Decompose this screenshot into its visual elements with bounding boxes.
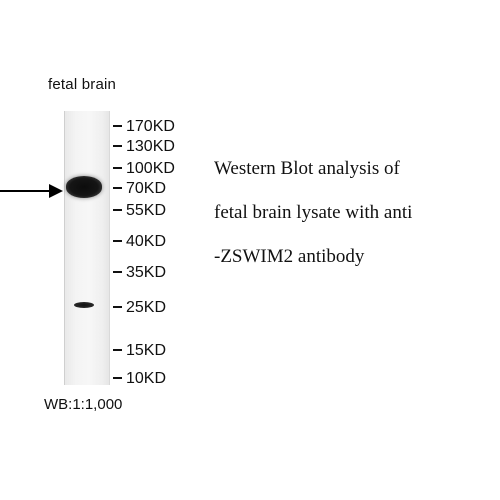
dilution-label: WB:1:1,000 xyxy=(44,396,123,413)
blot-lane xyxy=(64,111,110,385)
arrow-icon xyxy=(49,184,63,198)
marker-tick xyxy=(113,348,122,351)
protein-band-low xyxy=(74,302,94,308)
marker-label: 100KD xyxy=(126,160,175,177)
marker-tick xyxy=(113,124,122,127)
caption-line-3: -ZSWIM2 antibody xyxy=(214,246,365,267)
caption-line-2: fetal brain lysate with anti xyxy=(214,202,413,223)
marker-tick xyxy=(113,376,122,379)
caption-line-1: Western Blot analysis of xyxy=(214,158,400,179)
marker-130kd: 130KD xyxy=(113,138,175,156)
marker-tick xyxy=(113,270,122,273)
marker-label: 10KD xyxy=(126,370,167,387)
marker-100kd: 100KD xyxy=(113,160,175,178)
marker-40kd: 40KD xyxy=(113,233,166,251)
arrow-icon-shaft xyxy=(0,190,52,192)
marker-10kd: 10KD xyxy=(113,370,166,388)
marker-tick xyxy=(113,186,122,189)
marker-tick xyxy=(113,166,122,169)
marker-25kd: 25KD xyxy=(113,299,166,317)
marker-label: 40KD xyxy=(126,233,167,250)
marker-label: 170KD xyxy=(126,118,175,135)
marker-tick xyxy=(113,239,122,242)
marker-label: 70KD xyxy=(126,180,167,197)
marker-label: 25KD xyxy=(126,299,167,316)
marker-35kd: 35KD xyxy=(113,264,166,282)
marker-tick xyxy=(113,305,122,308)
marker-label: 55KD xyxy=(126,202,167,219)
marker-tick xyxy=(113,144,122,147)
marker-55kd: 55KD xyxy=(113,202,166,220)
marker-70kd: 70KD xyxy=(113,180,166,198)
marker-label: 35KD xyxy=(126,264,167,281)
marker-170kd: 170KD xyxy=(113,118,175,136)
marker-label: 130KD xyxy=(126,138,175,155)
lane-label: fetal brain xyxy=(48,76,117,93)
marker-label: 15KD xyxy=(126,342,167,359)
marker-tick xyxy=(113,208,122,211)
protein-band-main xyxy=(66,176,102,198)
marker-15kd: 15KD xyxy=(113,342,166,360)
